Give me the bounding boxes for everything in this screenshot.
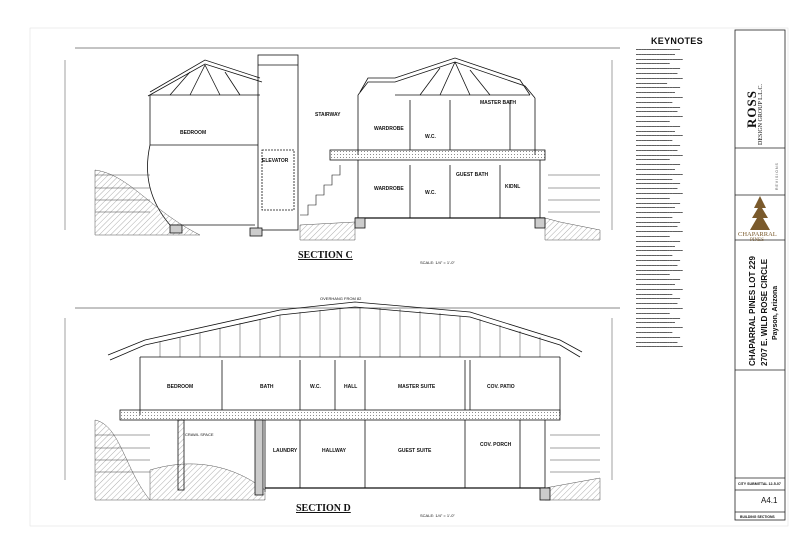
room-label: W.C. (425, 134, 436, 140)
section-c-drawing (64, 47, 620, 241)
room-label: STAIRWAY (315, 112, 341, 118)
room-label: W.C. (310, 384, 321, 390)
room-label: WARDROBE (374, 186, 404, 192)
room-label: LAUNDRY (273, 448, 298, 454)
room-label: GUEST SUITE (398, 448, 432, 454)
chaparral-pines-logo-icon (750, 196, 770, 230)
room-label: BEDROOM (167, 384, 194, 390)
project-address: 2707 E. WILD ROSE CIRCLE (760, 258, 769, 366)
room-label: BATH (260, 384, 274, 390)
section-d-drawing (64, 301, 620, 501)
sheet-number: A4.1 (761, 496, 778, 505)
keynotes-list: ▬▬▬▬▬▬▬▬▬▬▬▬▬▬▬▬▬▬▬▬▬▬▬▬▬▬▬▬▬▬▬▬▬▬▬▬▬▬▬▬… (636, 48, 683, 349)
room-label: COV. PORCH (480, 442, 512, 448)
logo-text-line1: CHAPARRAL (738, 231, 777, 238)
revisions-label: R E V I S I O N S (775, 163, 779, 190)
room-label: ELEVATOR (262, 158, 289, 164)
section-c-scale: SCALE: 1/4" = 1'-0" (420, 260, 455, 265)
room-label: MASTER SUITE (398, 384, 436, 390)
title-block-frame (734, 29, 786, 521)
sheet-title: BUILDING SECTIONS (740, 515, 775, 519)
room-label: W.C. (425, 190, 436, 196)
room-label: WARDROBE (374, 126, 404, 132)
overhang-note: OVERHANG FROM 82 (320, 296, 362, 301)
submittal-date: CITY SUBMITTAL 12-5-07 (738, 482, 781, 486)
room-label: HALLWAY (322, 448, 346, 454)
project-name: CHAPARRAL PINES LOT 229 (748, 256, 757, 366)
room-label: GUEST BATH (456, 172, 489, 178)
firm-subtitle: DESIGN GROUP L.L.C. (758, 84, 764, 145)
section-d-title: SECTION D (296, 503, 351, 514)
project-city: Payson, Arizona (772, 285, 779, 340)
room-label: KIDNL (505, 184, 521, 190)
room-label: BEDROOM (180, 130, 207, 136)
section-d-scale: SCALE: 1/4" = 1'-0" (420, 513, 455, 518)
room-label: HALL (344, 384, 358, 390)
room-label: COV. PATIO (487, 384, 515, 390)
keynotes-title: KEYNOTES (651, 36, 703, 46)
crawl-space-label: CRAWL SPACE (185, 432, 214, 437)
room-label: MASTER BATH (480, 100, 517, 106)
section-c-title: SECTION C (298, 250, 353, 261)
logo-text-line2: PINES (750, 238, 764, 243)
